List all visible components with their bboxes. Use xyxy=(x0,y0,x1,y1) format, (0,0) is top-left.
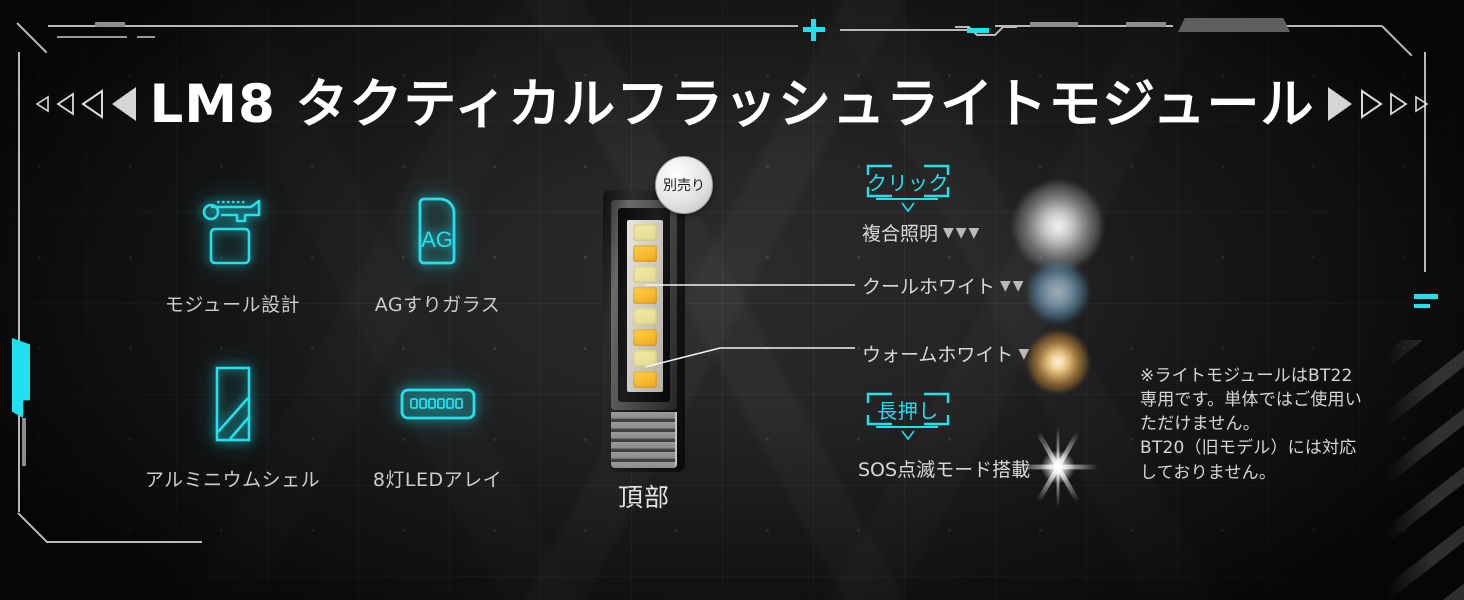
ag-glass-icon: AG xyxy=(396,182,480,276)
sos-label: SOS点滅モード搭載 xyxy=(858,459,1031,481)
frame-top-right-chamfer xyxy=(1381,25,1413,57)
led-cell xyxy=(633,350,657,367)
mode-label: ウォームホワイト xyxy=(862,344,1014,366)
white-glow-icon xyxy=(1014,182,1102,270)
frame-dash-a xyxy=(57,36,127,38)
warm-white-glow-icon xyxy=(1028,332,1088,392)
diagonal-stripes-icon xyxy=(1386,340,1464,600)
frame-top-line-c xyxy=(995,25,1173,27)
frame-top-line-d xyxy=(1192,25,1382,27)
frame-tab-b xyxy=(1030,22,1078,27)
frame-tab-c xyxy=(1126,22,1166,27)
frame-top-left-chamfer xyxy=(16,22,48,54)
feature-label: AGすりガラス xyxy=(374,294,501,316)
product-base xyxy=(611,412,677,468)
mode-carets: ▼ xyxy=(1018,345,1032,362)
led-cell xyxy=(633,329,657,346)
frame-top-line xyxy=(48,25,798,27)
led-cell xyxy=(633,308,657,325)
aluminium-shell-icon xyxy=(191,357,275,451)
click-hint-underline xyxy=(876,198,938,200)
hold-hint-box: 長押し xyxy=(866,392,950,441)
product-body xyxy=(611,200,677,410)
ag-glass-icon-text: AG xyxy=(421,227,453,252)
hold-hint-underline xyxy=(876,426,938,428)
click-hint-caret-icon xyxy=(901,202,915,213)
sos-star-flare-icon xyxy=(1018,427,1098,507)
frame-dash-b xyxy=(137,36,155,38)
product-window xyxy=(618,208,670,402)
feature-label: 8灯LEDアレイ xyxy=(372,469,503,491)
led-array-icon xyxy=(392,357,484,451)
mode-label: 複合照明 xyxy=(862,223,939,245)
feature-label: アルミニウムシェル xyxy=(144,469,321,491)
led-cell xyxy=(633,287,657,304)
mode-label: クールホワイト xyxy=(862,276,996,298)
modular-design-icon xyxy=(191,182,275,276)
feature-label: モジュール設計 xyxy=(164,294,301,316)
hold-hint-caret-icon xyxy=(901,430,915,441)
triangle-left-arrows-icon xyxy=(35,85,138,123)
led-cell xyxy=(633,224,657,241)
minus-marker-icon xyxy=(967,28,989,33)
click-hint-box: クリック xyxy=(866,164,950,213)
feature-item-modular-design: モジュール設計 xyxy=(130,182,335,317)
feature-item-ag-glass: AG AGすりガラス xyxy=(335,182,540,317)
equals-marker-icon xyxy=(1414,294,1438,310)
mode-row-sos: SOS点滅モード搭載 xyxy=(858,455,1030,482)
feature-item-aluminium-shell: アルミニウムシェル xyxy=(130,357,335,492)
triangle-right-arrows-icon xyxy=(1326,85,1429,123)
frame-notch xyxy=(955,25,1017,37)
frame-tab-a xyxy=(95,22,125,27)
separately-sold-badge: 別売り xyxy=(655,156,713,214)
frame-bottom-left-chamfer xyxy=(17,512,49,544)
frame-left-pin xyxy=(22,418,26,466)
led-cell xyxy=(633,245,657,262)
product-image xyxy=(603,190,685,472)
mode-row-cool-white: クールホワイト ▼▼ xyxy=(862,272,1026,299)
cyan-edge-tab-icon xyxy=(12,338,30,418)
page-title: LM8 タクティカルフラッシュライトモジュール xyxy=(149,73,1315,135)
mode-row-warm-white: ウォームホワイト ▼ xyxy=(862,340,1031,367)
feature-item-led-array: 8灯LEDアレイ xyxy=(335,357,540,492)
title-row: LM8 タクティカルフラッシュライトモジュール xyxy=(0,64,1464,144)
feature-grid: モジュール設計 AG AGすりガラス アルミニウムシェル xyxy=(130,182,540,492)
led-cell xyxy=(633,266,657,283)
hud-trapezoid-icon xyxy=(1178,18,1290,32)
cool-white-glow-icon xyxy=(1028,262,1088,322)
frame-bottom-line xyxy=(47,541,202,543)
click-hint-label: クリック xyxy=(867,170,949,195)
mode-row-composite: 複合照明 ▼▼▼ xyxy=(862,219,981,246)
compatibility-note: ※ライトモジュールはBT22 専用です。単体ではご使用い ただけません。 BT2… xyxy=(1140,366,1362,483)
mode-carets: ▼▼ xyxy=(1000,277,1026,294)
led-cell xyxy=(633,371,657,388)
mode-carets: ▼▼▼ xyxy=(943,224,982,241)
led-panel xyxy=(627,220,663,392)
hold-hint-label: 長押し xyxy=(877,398,939,423)
plus-marker-icon xyxy=(803,19,825,41)
frame-top-line-b xyxy=(840,29,970,31)
product-caption: 頂部 xyxy=(617,483,670,512)
